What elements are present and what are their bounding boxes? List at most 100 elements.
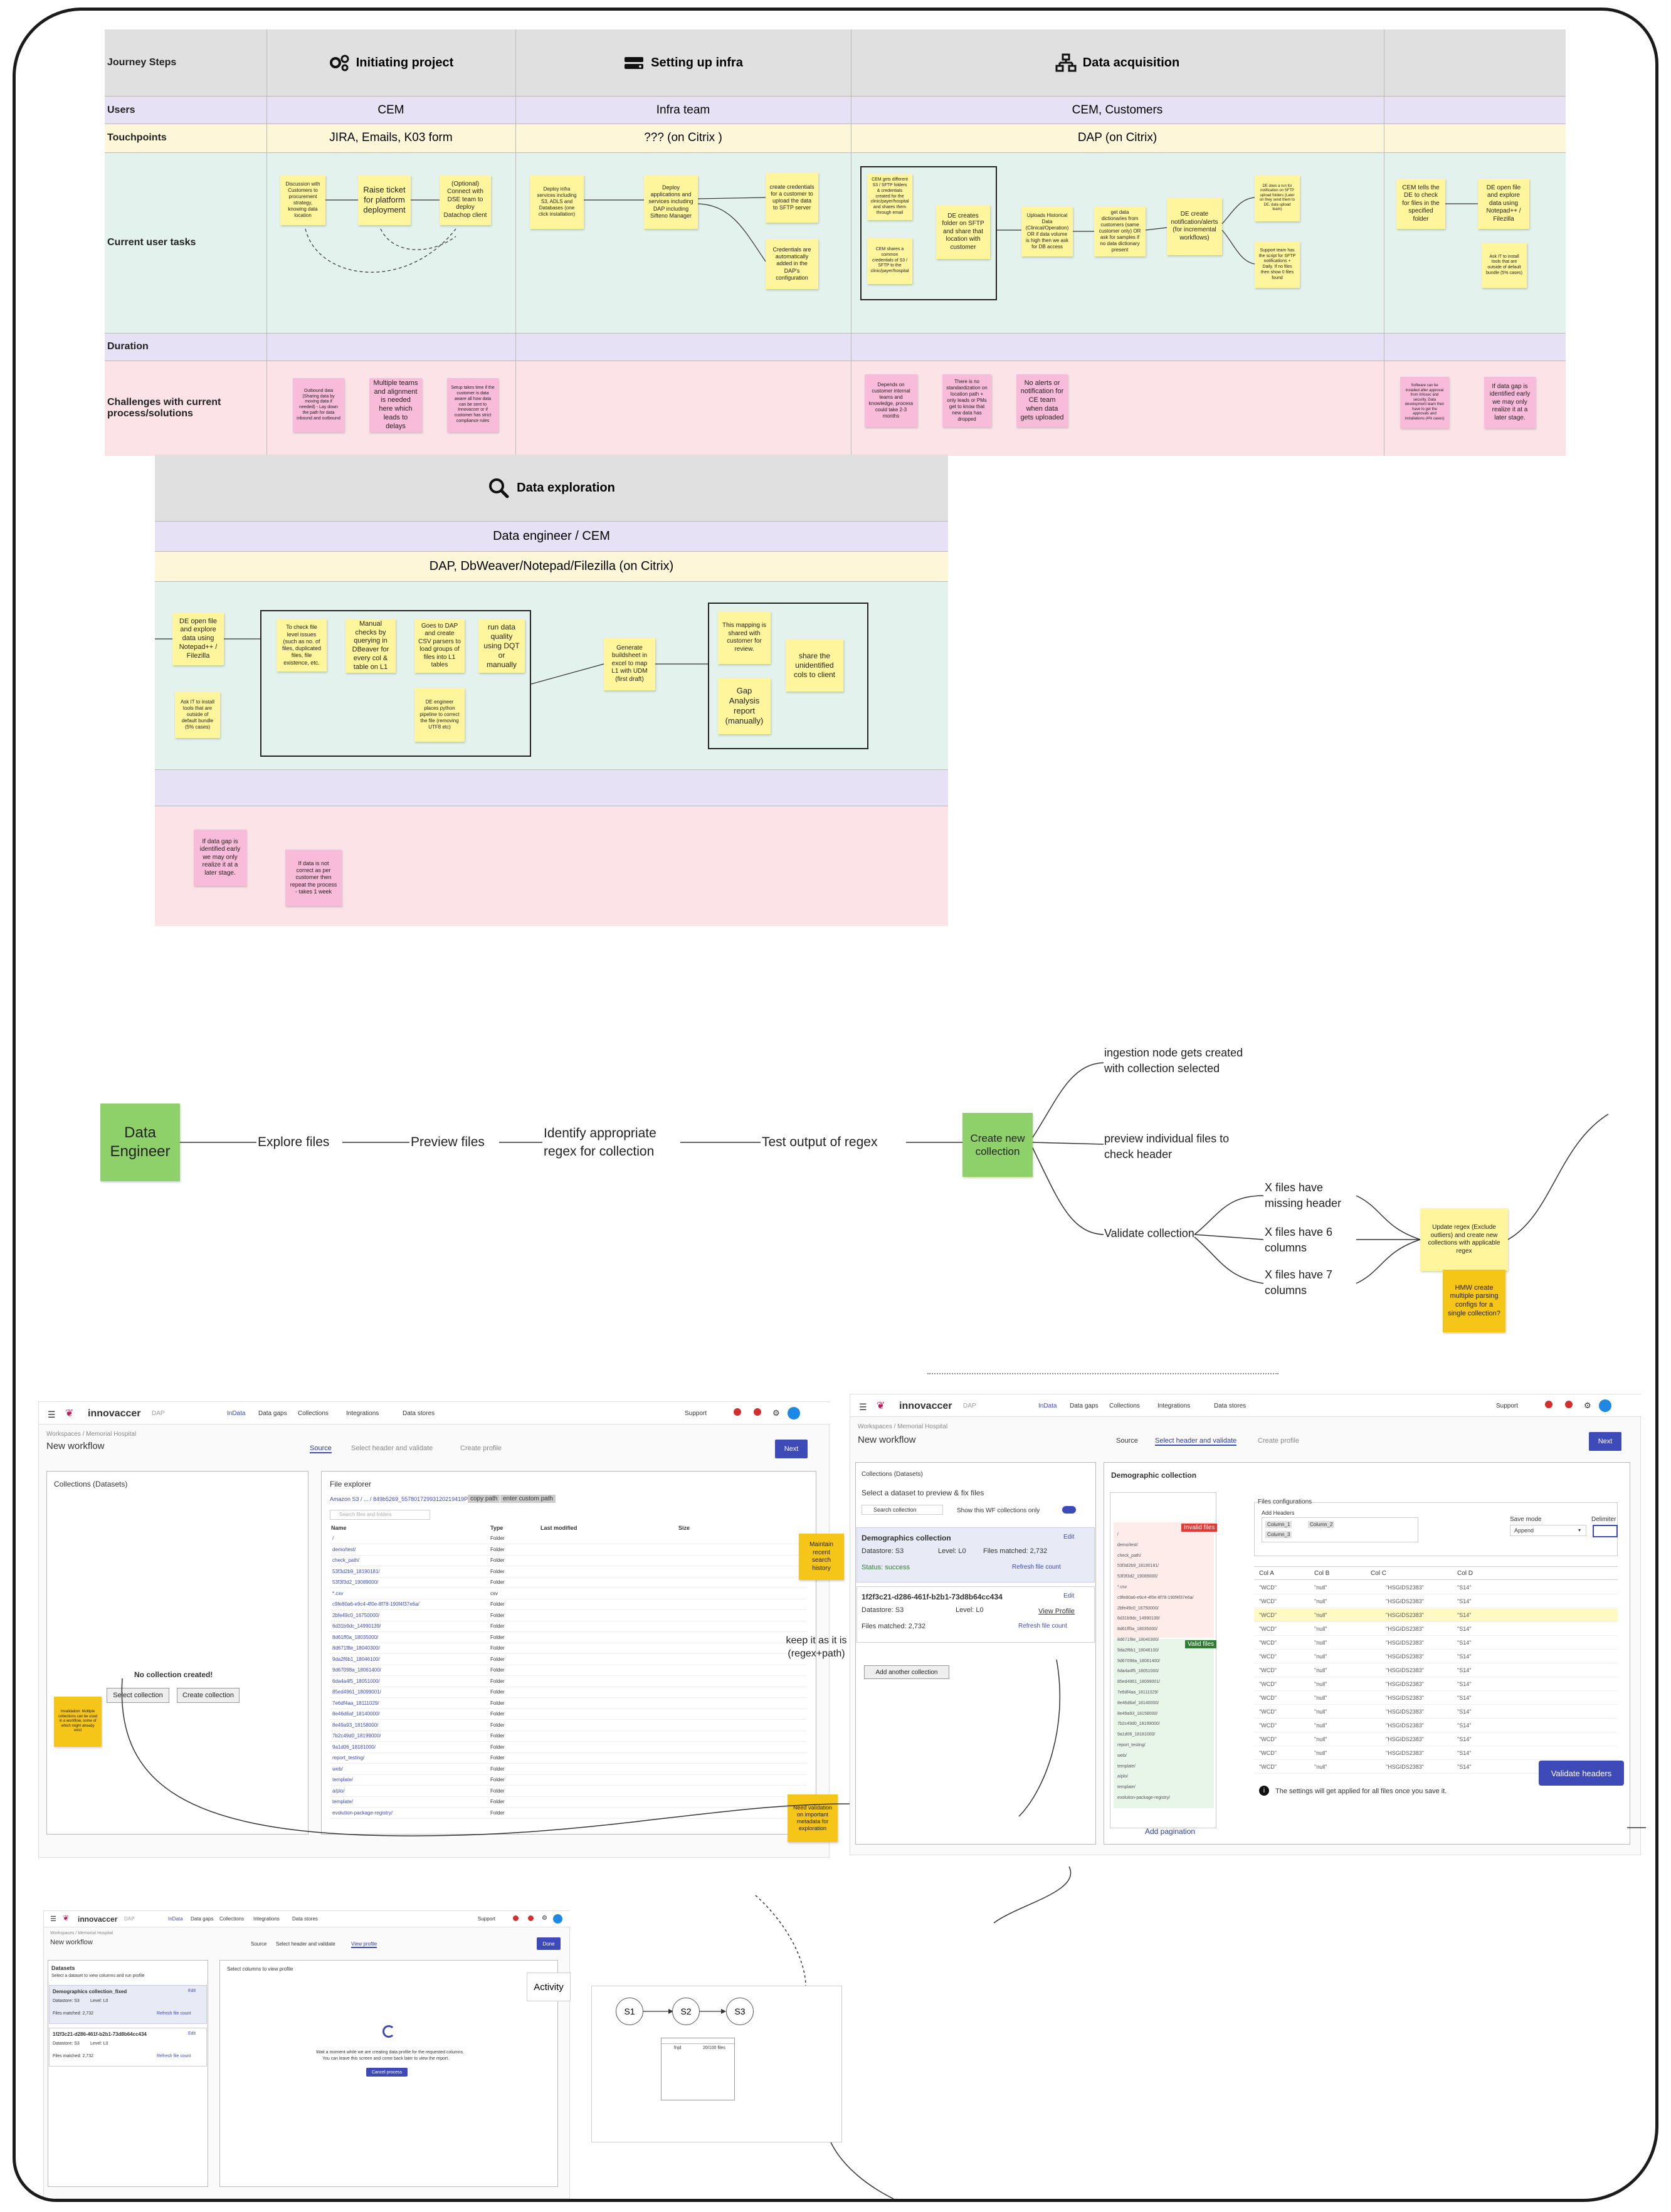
nav-collections[interactable]: Collections	[298, 1410, 329, 1417]
nav-indata[interactable]: InData	[227, 1410, 246, 1417]
tree-item[interactable]: demo/test/	[1117, 1542, 1138, 1547]
tab-view-profile[interactable]: View profile	[351, 1941, 377, 1948]
notification-icon[interactable]	[1545, 1401, 1552, 1408]
table-row[interactable]: 6da4a4f5_18051000/Folder	[330, 1677, 806, 1687]
breadcrumb[interactable]: Workspaces / Memorial Hospital	[50, 1931, 113, 1936]
done-button[interactable]: Done	[537, 1937, 561, 1950]
refresh-link[interactable]: Refresh file count	[157, 2011, 191, 2016]
refresh-link[interactable]: Refresh file count	[157, 2054, 191, 2058]
tree-item[interactable]: /	[1117, 1532, 1119, 1537]
avatar[interactable]	[553, 1914, 562, 1924]
menu-icon[interactable]: ☰	[48, 1409, 56, 1419]
collection-card[interactable]	[857, 1586, 1095, 1643]
create-collection-button[interactable]: Create collection	[177, 1688, 240, 1703]
nav-integrations[interactable]: Integrations	[346, 1410, 379, 1417]
nav-collections[interactable]: Collections	[1109, 1403, 1140, 1409]
table-row[interactable]: template/Folder	[330, 1775, 806, 1786]
gear-icon[interactable]: ⚙	[772, 1408, 780, 1418]
table-row[interactable]: "WCD""null""HSGIDS2383""S14"	[1254, 1705, 1618, 1719]
tree-item[interactable]: 53f3d2b9_18190181/	[1117, 1564, 1159, 1569]
tree-item[interactable]: 9a1d06_18181000/	[1117, 1732, 1156, 1737]
tab-select-header[interactable]: Select header and validate	[1155, 1437, 1237, 1446]
menu-icon[interactable]: ☰	[50, 1915, 56, 1923]
tree-item[interactable]: evolution-package-registry/	[1117, 1796, 1171, 1800]
nav-indata[interactable]: InData	[168, 1916, 183, 1922]
table-row[interactable]: 7b2c49d0_18199000/Folder	[330, 1731, 806, 1742]
alert-icon[interactable]	[754, 1408, 761, 1416]
table-row[interactable]: 9da2f6b1_18046100/Folder	[330, 1655, 806, 1665]
table-row[interactable]: 85ed4961_18099001/Folder	[330, 1687, 806, 1698]
table-row[interactable]: 7e6df4aa_18111029/Folder	[330, 1698, 806, 1709]
table-row[interactable]: "WCD""null""HSGIDS2383""S14"	[1254, 1678, 1618, 1691]
table-row[interactable]: "WCD""null""HSGIDS2383""S14"	[1254, 1609, 1618, 1622]
tab-create-profile[interactable]: Create profile	[1258, 1437, 1300, 1445]
support-link[interactable]: Support	[478, 1916, 496, 1922]
table-row[interactable]: a/plo/Folder	[330, 1786, 806, 1797]
table-row[interactable]: demo/test/Folder	[330, 1545, 806, 1556]
table-row[interactable]: "WCD""null""HSGIDS2383""S14"	[1254, 1636, 1618, 1650]
table-row[interactable]: 9d67098a_18061400/Folder	[330, 1665, 806, 1676]
support-link[interactable]: Support	[685, 1410, 707, 1417]
table-row[interactable]: "WCD""null""HSGIDS2383""S14"	[1254, 1761, 1618, 1774]
graph-node[interactable]: S1	[616, 1998, 643, 2025]
next-button[interactable]: Next	[775, 1440, 808, 1458]
alert-icon[interactable]	[528, 1915, 534, 1921]
tree-item[interactable]: web/	[1117, 1753, 1127, 1758]
table-row[interactable]: 8d671f8e_18040300/Folder	[330, 1643, 806, 1654]
col-header[interactable]: Type	[490, 1525, 503, 1531]
next-button[interactable]: Next	[1589, 1432, 1621, 1451]
cancel-process-button[interactable]: Cancel process	[366, 2068, 408, 2077]
edit-link[interactable]: Edit	[188, 1989, 196, 1993]
avatar[interactable]	[1599, 1399, 1611, 1412]
gear-icon[interactable]: ⚙	[542, 1915, 547, 1922]
col-header[interactable]: Col C	[1371, 1570, 1387, 1577]
file-path[interactable]: Amazon S3 / ... / 849b5269_5578017299312…	[330, 1496, 493, 1502]
tree-item[interactable]: check_path/	[1117, 1553, 1141, 1558]
tab-select-header[interactable]: Select header and validate	[351, 1445, 433, 1452]
nav-data-gaps[interactable]: Data gaps	[1070, 1403, 1099, 1409]
breadcrumb[interactable]: Workspaces / Memorial Hospital	[46, 1431, 137, 1438]
custom-path-button[interactable]: enter custom path	[500, 1495, 556, 1503]
tree-item[interactable]: 9da2f6b1_18046100/	[1117, 1648, 1159, 1653]
tree-item[interactable]: template/	[1117, 1785, 1136, 1790]
collection-card[interactable]	[857, 1527, 1095, 1583]
save-mode-select[interactable]: Append▾	[1510, 1525, 1586, 1536]
validate-headers-button[interactable]: Validate headers	[1539, 1761, 1624, 1786]
select-collection-button[interactable]: Select collection	[107, 1688, 169, 1703]
col-header[interactable]: Last modified	[540, 1525, 577, 1531]
tree-item[interactable]: *.csv	[1117, 1585, 1127, 1589]
header-chip[interactable]: Column_2	[1308, 1521, 1335, 1528]
tree-item[interactable]: a/plo/	[1117, 1774, 1129, 1779]
dataset-card[interactable]	[49, 1985, 207, 2024]
pagination-link[interactable]: Add pagination	[1145, 1827, 1196, 1836]
copy-path-button[interactable]: copy path	[468, 1495, 500, 1503]
table-row[interactable]: /Folder	[330, 1534, 806, 1544]
nav-integrations[interactable]: Integrations	[1157, 1403, 1191, 1409]
table-row[interactable]: 53f3d2b9_18190181/Folder	[330, 1567, 806, 1577]
table-row[interactable]: check_path/Folder	[330, 1556, 806, 1566]
nav-data-stores[interactable]: Data stores	[403, 1410, 435, 1417]
tree-item[interactable]: 6da4a4f5_18051000/	[1117, 1669, 1159, 1674]
edit-link[interactable]: Edit	[1063, 1534, 1075, 1540]
nav-data-gaps[interactable]: Data gaps	[258, 1410, 287, 1417]
table-row[interactable]: "WCD""null""HSGIDS2383""S14"	[1254, 1692, 1618, 1705]
table-row[interactable]: "WCD""null""HSGIDS2383""S14"	[1254, 1747, 1618, 1760]
wf-toggle[interactable]	[1062, 1506, 1076, 1514]
nav-data-stores[interactable]: Data stores	[1214, 1403, 1247, 1409]
table-row[interactable]: 2bfe49c0_16750000/Folder	[330, 1611, 806, 1621]
edit-link[interactable]: Edit	[188, 2031, 196, 2036]
refresh-link[interactable]: Refresh file count	[1018, 1623, 1067, 1630]
tree-item[interactable]: template/	[1117, 1764, 1136, 1769]
tree-item[interactable]: 8d61ff0a_18035000/	[1117, 1627, 1158, 1632]
nav-indata[interactable]: InData	[1038, 1403, 1057, 1409]
graph-node[interactable]: S2	[672, 1998, 700, 2025]
refresh-link[interactable]: Refresh file count	[1012, 1564, 1061, 1571]
table-row[interactable]: 6d31b9dc_14990139/Folder	[330, 1621, 806, 1632]
file-search-input[interactable]: Search files and folders	[330, 1510, 430, 1520]
col-header[interactable]: Col A	[1259, 1570, 1274, 1577]
tree-item[interactable]: 2bfe49c0_16750000/	[1117, 1606, 1159, 1611]
table-row[interactable]: "WCD""null""HSGIDS2383""S14"	[1254, 1733, 1618, 1746]
tree-item[interactable]: 8e49a93_18158000/	[1117, 1711, 1158, 1716]
tree-item[interactable]: 53f3f3d2_19089000/	[1117, 1574, 1158, 1579]
